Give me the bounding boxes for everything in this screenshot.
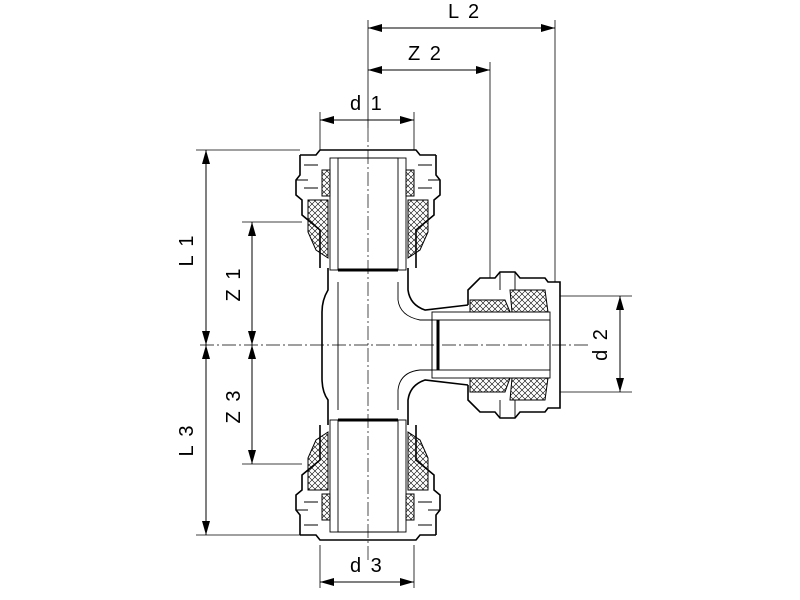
label-z2: Z 2 — [408, 43, 443, 65]
dimension-z1: Z 1 — [223, 222, 256, 345]
extension-lines — [196, 20, 632, 588]
center-lines — [200, 128, 590, 560]
dimension-l3: L 3 — [176, 345, 210, 535]
right-connector — [431, 271, 561, 419]
label-d2: d 2 — [590, 327, 612, 361]
label-d3: d 3 — [350, 555, 384, 577]
label-z1: Z 1 — [223, 267, 245, 302]
dimension-d1: d 1 — [320, 93, 414, 124]
dimension-z2: Z 2 — [368, 43, 490, 74]
dimension-l1: L 1 — [176, 150, 210, 345]
dimension-l2: L 2 — [368, 1, 555, 32]
bottom-connector — [295, 419, 441, 541]
dimension-d3: d 3 — [320, 555, 414, 586]
label-z3: Z 3 — [223, 389, 245, 424]
top-connector — [295, 149, 441, 271]
label-l2: L 2 — [448, 1, 481, 23]
dimension-z3: Z 3 — [223, 345, 256, 464]
label-d1: d 1 — [350, 93, 384, 115]
label-l1: L 1 — [176, 233, 198, 266]
label-l3: L 3 — [176, 423, 198, 456]
dimension-d2: d 2 — [590, 296, 624, 392]
tee-body — [321, 268, 469, 425]
